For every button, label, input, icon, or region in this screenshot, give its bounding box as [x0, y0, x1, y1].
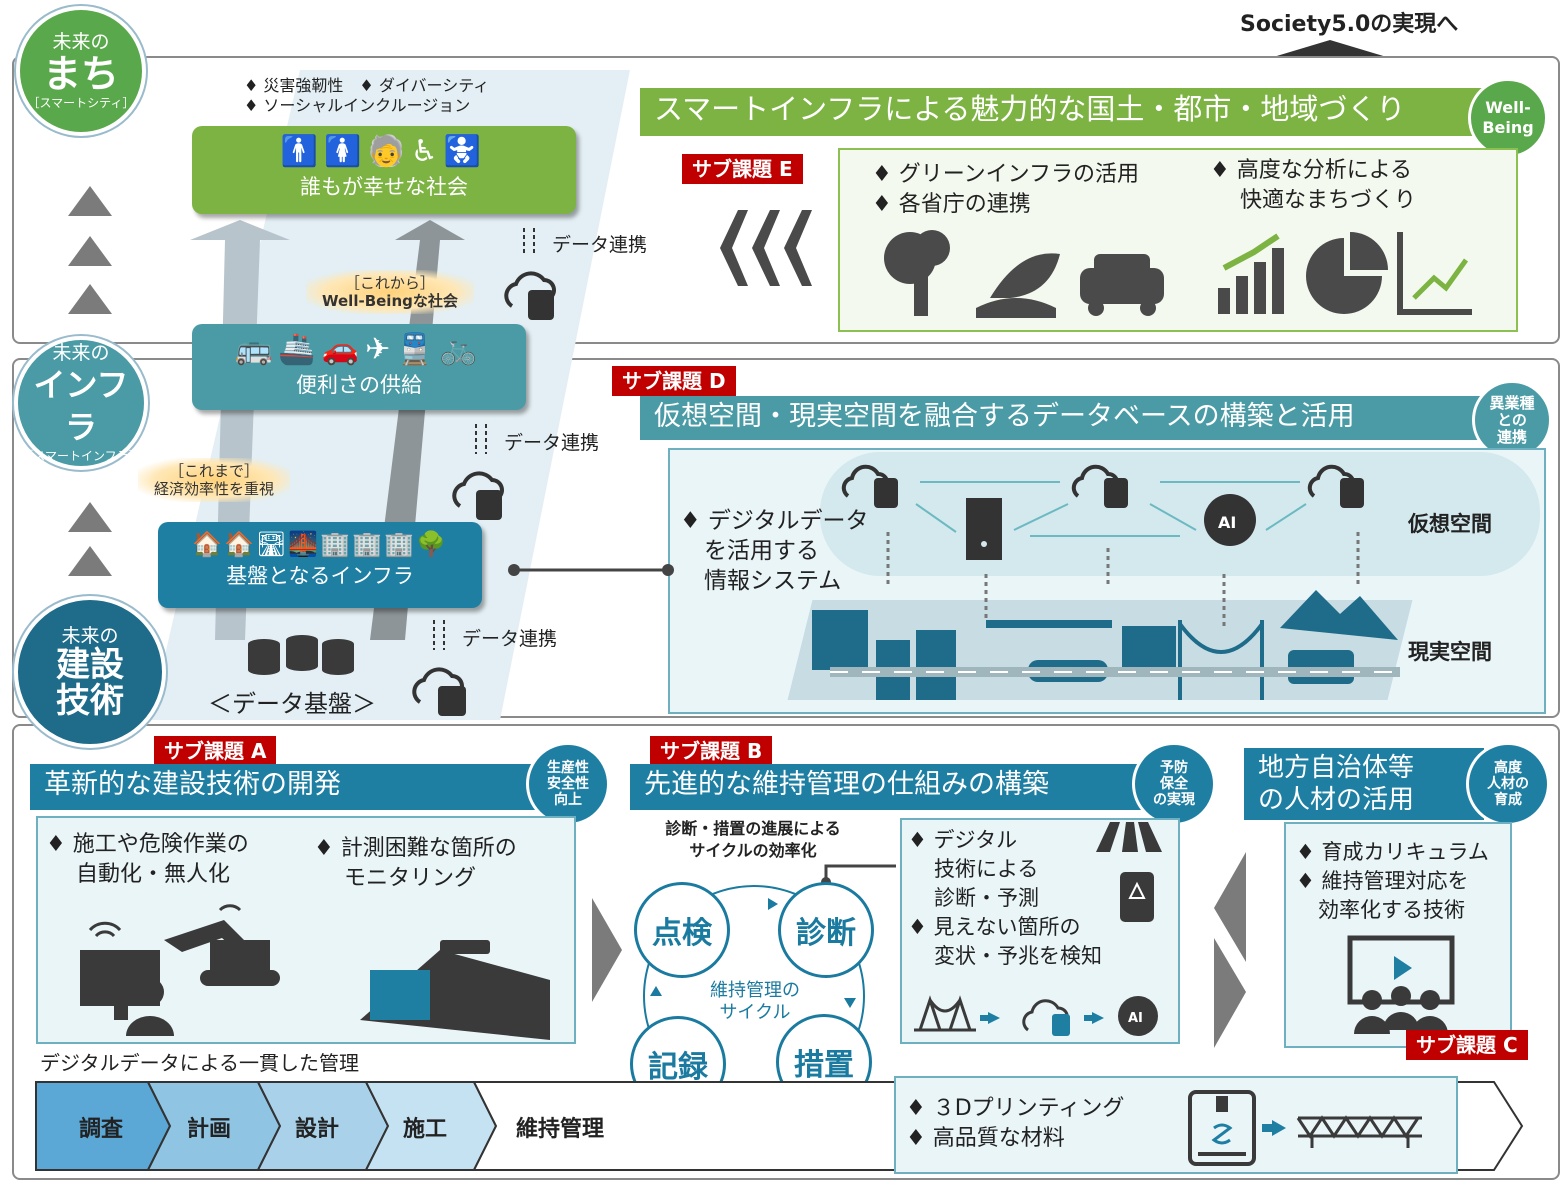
- past-glow: ［これまで］ 経済効率性を重視: [138, 458, 291, 502]
- subtask-c-bullets: ♦ 育成カリキュラム ♦ 維持管理対応を 効率化する技術: [1296, 840, 1489, 922]
- subtask-a-bullets-right: ♦ 計測困難な箇所の モニタリング: [314, 836, 517, 891]
- subtask-d-bullets: ♦ デジタルデータ を活用する 情報システム: [680, 508, 869, 594]
- tier-base-infra: 🏠🏠🛣🌉🏢🏢🏢🌳 基盤となるインフラ: [158, 522, 482, 608]
- data-link-label-1: データ連携: [552, 234, 648, 256]
- subtask-a-bullets-left: ♦ 施工や危険作業の 自動化・無人化: [46, 832, 249, 887]
- flow-step-maintenance: 維持管理: [515, 1117, 604, 1142]
- training-screen-icon: [1347, 935, 1455, 1034]
- cloud-db-icon: [412, 667, 466, 716]
- data-link-label-2: データ連携: [504, 432, 600, 454]
- tier-label-machi: 未来の まち ［スマートシティ］: [16, 6, 146, 136]
- cloud-db-icon: [504, 271, 556, 320]
- flow-caption: デジタルデータによる一貫した管理: [40, 1051, 359, 1075]
- tier-label-infra: 未来の インフラ ［スマートインフラ］: [14, 336, 148, 470]
- up-triangle-2: [68, 236, 112, 266]
- virtual-space-label: 仮想空間: [1408, 512, 1492, 536]
- subtask-b-tag: サブ課題 B: [650, 736, 773, 766]
- svg-text:AI: AI: [1218, 513, 1236, 532]
- tier-label-kensetsu: 未来の 建設 技術: [14, 596, 166, 748]
- cycle-node-diagnose: 診断: [778, 882, 874, 978]
- subtask-d-banner: 仮想空間・現実空間を融合するデータベースの構築と活用: [640, 396, 1496, 440]
- subtask-e-badge: Well-Being: [1468, 78, 1548, 158]
- flow-step-design: 設計: [294, 1117, 339, 1142]
- cycle-node-inspect: 点検: [634, 882, 730, 978]
- data-link-label-3: データ連携: [462, 628, 558, 650]
- subtask-e-banner: スマートインフラによる魅力的な国土・都市・地域づくり: [640, 88, 1496, 136]
- subtask-e-bullets-right: ♦ 高度な分析による 快適なまちづくり: [1210, 158, 1417, 213]
- subtask-b-right-bullets: ♦ デジタル 技術による 診断・予測 ♦ 見えない箇所の 変状・予兆を検知: [908, 828, 1102, 968]
- real-space-label: 現実空間: [1408, 640, 1492, 664]
- subtask-b-banner: 先進的な維持管理の仕組みの構築: [630, 764, 1150, 810]
- data-base-label: ＜データ基盤＞: [208, 690, 376, 718]
- future-glow: ［これから］ Well-Beingな社会: [306, 270, 474, 314]
- cloud-db-icon: [452, 471, 504, 520]
- cycle-center-label: 維持管理の サイクル: [710, 980, 800, 1023]
- people-icons: 🚹🚺🧓♿🚼: [280, 134, 488, 169]
- society50-arrowhead: [1270, 40, 1390, 58]
- tier-convenience: 🚌🚢🚗✈🚆🚲 便利さの供給: [192, 324, 526, 410]
- subtask-e-tag: サブ課題 E: [682, 154, 803, 184]
- transport-icons: 🚌🚢🚗✈🚆🚲: [235, 332, 483, 367]
- subtask-e-panel: [838, 148, 1518, 332]
- chevrons-left-icon: [720, 210, 812, 286]
- subtask-c-tag: サブ課題 C: [1406, 1030, 1528, 1060]
- subtask-e-bullets-left: ♦ グリーンインフラの活用 ♦ 各省庁の連携: [872, 162, 1139, 217]
- up-triangle-1: [68, 186, 112, 216]
- subtask-d-tag: サブ課題 D: [612, 366, 736, 396]
- printing-bullets: ♦ ３Dプリンティング ♦ 高品質な材料: [906, 1096, 1125, 1151]
- cycle-caption: 診断・措置の進展による サイクルの効率化: [665, 819, 841, 860]
- bridge-to-ai-icons: AI: [914, 995, 1158, 1036]
- stack-top-bullets: ♦ 災害強靭性 ♦ ダイバーシティ ♦ ソーシャルインクルージョン: [244, 76, 490, 115]
- svg-text:AI: AI: [1128, 1011, 1143, 1026]
- up-triangle-3: [68, 284, 112, 314]
- road-and-phone-icons: [1096, 822, 1162, 922]
- green-infra-icons: [884, 230, 1164, 318]
- up-triangle-4: [68, 502, 112, 532]
- arrow-right-icon: [592, 898, 622, 1002]
- infra-icons: 🏠🏠🛣🌉🏢🏢🏢🌳: [192, 530, 448, 558]
- flow-step-plan: 計画: [186, 1117, 231, 1142]
- flow-step-survey: 調査: [78, 1117, 123, 1142]
- arrow-left-right-icon: [1214, 852, 1246, 1048]
- 3d-printer-to-bridge-icons: [1188, 1090, 1422, 1166]
- up-triangle-5: [68, 546, 112, 576]
- subtask-c-panel: [1284, 822, 1512, 1048]
- tier-society: 🚹🚺🧓♿🚼 誰もが幸せな社会: [192, 126, 576, 214]
- remote-operation-icons: [80, 904, 550, 1040]
- subtask-a-banner: 革新的な建設技術の開発: [30, 764, 550, 810]
- virtual-space-area: [820, 452, 1540, 576]
- subtask-c-badge: 高度人材の育成: [1466, 742, 1550, 826]
- subtask-a-tag: サブ課題 A: [154, 736, 277, 766]
- society50-label: Society5.0の実現へ: [1240, 12, 1459, 37]
- flow-step-construction: 施工: [402, 1117, 447, 1142]
- database-icon: [248, 635, 354, 675]
- analysis-chart-icons: [1218, 232, 1472, 315]
- subtask-c-banner: 地方自治体等 の人材の活用: [1244, 748, 1484, 820]
